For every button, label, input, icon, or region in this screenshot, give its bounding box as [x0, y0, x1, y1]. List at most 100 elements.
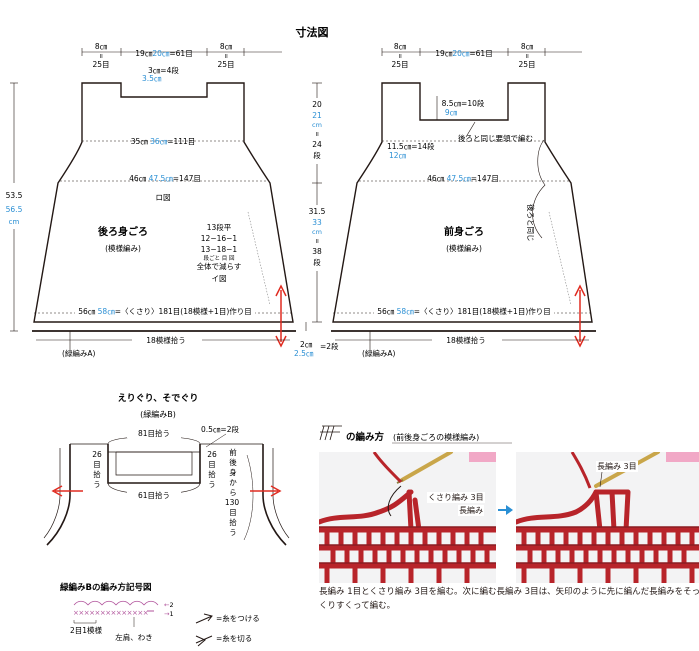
edge-depth-rows: =2段: [320, 341, 339, 351]
back-top-left-rows: 25目: [92, 60, 109, 69]
svg-text:目: 目: [93, 460, 101, 469]
svg-text:××××××××××××××: ××××××××××××××: [73, 609, 148, 617]
front-edge-label: (緑編みA): [362, 348, 396, 358]
svg-text:25目: 25目: [518, 60, 535, 69]
svg-text:33: 33: [312, 218, 322, 227]
neckline-edge-depth: 0.5㎝=2段: [201, 424, 239, 434]
svg-text:cm: cm: [312, 121, 322, 129]
neckline-bottom-pickup: 61目拾う: [138, 490, 170, 500]
svg-text:20: 20: [312, 100, 322, 109]
neckline-subtitle: (緑編みB): [140, 409, 176, 419]
svg-text:全体で減らす: 全体で減らす: [197, 261, 242, 271]
back-length-unit: cm: [9, 218, 20, 226]
edge-depth-blue: 2.5㎝: [294, 349, 314, 358]
svg-text:25目: 25目: [391, 60, 408, 69]
svg-text:12−16−1: 12−16−1: [201, 234, 238, 243]
back-section-symbol: ロ図: [156, 193, 171, 202]
svg-text:13段平: 13段平: [207, 222, 232, 232]
svg-text:後: 後: [229, 457, 237, 467]
photo1-label1: くさり編み 3目: [427, 492, 485, 503]
front-pickup: 18模様拾う: [446, 335, 486, 345]
howto-header: の編み方 (前後身ごろの模様編み): [319, 425, 512, 444]
back-top-right-rows: 25目: [217, 60, 234, 69]
front-hem: 56㎝ 58㎝=〈くさり〉181目(18模様+1目)作り目: [377, 306, 551, 316]
svg-text:う: う: [229, 528, 237, 537]
svg-text:段: 段: [313, 257, 321, 267]
svg-text:31.5: 31.5: [309, 207, 326, 216]
svg-text:拾: 拾: [229, 517, 237, 527]
svg-text:13−18−1: 13−18−1: [201, 245, 238, 254]
front-top-mid: 19㎝20㎝=61目: [435, 49, 492, 58]
cut-label: =糸を切る: [216, 633, 252, 643]
svg-text:॥: ॥: [315, 130, 319, 138]
photo1-label2: 長編み: [458, 505, 484, 516]
back-pattern: (模様編み): [105, 243, 141, 253]
symbol-chart-stitches: [73, 600, 159, 606]
symbol-chart-shoulder: 左肩、わき: [115, 632, 153, 642]
svg-text:38: 38: [312, 247, 322, 256]
back-pickup: 18模様拾う: [146, 335, 186, 345]
svg-text:前: 前: [229, 447, 237, 457]
back-decrease-table: 13段平 12−16−1 13−18−1 段ごと 目 回 全体で減らす イ図: [197, 222, 242, 283]
back-body-diagram: 8㎝ ॥ 25目 19㎝20㎝=61目 8㎝ ॥ 25目 3㎝=4段 3.5㎝ …: [5, 42, 296, 358]
next-step-arrow: [498, 505, 513, 515]
neckline-top-pickup: 81目拾う: [138, 428, 170, 438]
symbol-chart: 緑編みBの編み方記号図 ×××××××××××××× ←2 →1 2目1模様 左…: [60, 582, 260, 647]
back-chest: 46㎝ 47.5㎝=147目: [129, 174, 201, 183]
svg-text:8㎝: 8㎝: [521, 42, 534, 51]
svg-text:う: う: [208, 480, 216, 489]
front-pattern: (模様編み): [446, 243, 482, 253]
join-label: =糸をつける: [216, 613, 260, 623]
neckline-title: えりぐり、そでぐり: [118, 393, 199, 404]
svg-text:う: う: [93, 480, 101, 489]
back-neck-depth: 3㎝=4段: [148, 65, 179, 75]
front-neck-depth-blue: 9㎝: [445, 108, 458, 117]
armhole-pickup-label: 前 後 身 か ら 130 目 拾 う: [225, 447, 240, 537]
svg-text:॥: ॥: [398, 52, 402, 60]
front-same-back-note: 後ろと同じ要領で編む: [458, 133, 533, 143]
symbol-chart-repeat: 2目1模様: [70, 625, 103, 635]
front-armhole: 11.5㎝=14段: [387, 141, 435, 151]
howto-caption-1: 長編み 1目とくさり編み 3目を編む。次に編む長編み 3目は、矢印のように先に編…: [319, 587, 699, 597]
svg-text:段: 段: [313, 150, 321, 160]
back-top-right-cm: 8㎝: [220, 42, 233, 51]
svg-text:拾: 拾: [93, 469, 101, 479]
howto-caption-2: くりすくって編む。: [319, 601, 396, 611]
svg-text:身: 身: [229, 467, 237, 477]
back-length-blue: 56.5: [6, 205, 23, 214]
back-length-cm: 53.5: [6, 191, 23, 200]
symbol-chart-title: 緑編みBの編み方記号図: [60, 582, 151, 593]
svg-text:段ごと 目 回: 段ごと 目 回: [204, 254, 235, 262]
symbol-chart-row1: →1: [164, 610, 174, 618]
step-photo-1: くさり編み 3目 長編み: [319, 452, 496, 583]
svg-text:目: 目: [229, 508, 237, 517]
back-hem: 56㎝ 58㎝=〈くさり〉181目(18模様+1目)作り目: [78, 306, 252, 316]
svg-text:後ろと同じ: 後ろと同じ: [526, 204, 536, 242]
back-top-left-eq: ॥: [99, 52, 103, 60]
page-title: 寸法図: [296, 25, 329, 39]
back-top-mid: 19㎝20㎝=61目: [135, 49, 192, 58]
front-body-diagram: 8㎝ ॥ 25目 19㎝20㎝=61目 8㎝ ॥ 25目 8.5㎝=10段 9㎝…: [331, 42, 596, 358]
back-neck-depth-blue: 3.5㎝: [142, 74, 162, 83]
step-photo-2: 長編み 3目: [516, 452, 699, 583]
svg-text:॥: ॥: [315, 237, 319, 245]
neckline-side-left: 26 目 拾 う: [92, 450, 102, 489]
back-top-right-eq: ॥: [224, 52, 228, 60]
back-top-left-cm: 8㎝: [95, 42, 108, 51]
back-edge-label: (緑編みA): [62, 348, 96, 358]
front-same-as-back: 後ろと同じ: [526, 204, 536, 242]
middle-length-dimensions: 20 21 cm ॥ 24 段 31.5 33 cm ॥ 38 段 2㎝ =2段…: [294, 82, 339, 358]
svg-text:8㎝: 8㎝: [394, 42, 407, 51]
join-yarn-icon: [195, 613, 213, 624]
svg-text:ら: ら: [229, 488, 237, 497]
svg-text:॥: ॥: [525, 52, 529, 60]
front-name: 前身ごろ: [444, 225, 484, 238]
back-name: 後ろ身ごろ: [98, 225, 148, 238]
cut-yarn-icon: [195, 635, 213, 647]
svg-text:cm: cm: [312, 228, 322, 236]
svg-text:21: 21: [312, 111, 322, 120]
svg-text:か: か: [229, 478, 237, 487]
back-armhole-width: 35㎝ 36㎝=111目: [131, 137, 196, 146]
svg-text:26: 26: [207, 450, 217, 459]
